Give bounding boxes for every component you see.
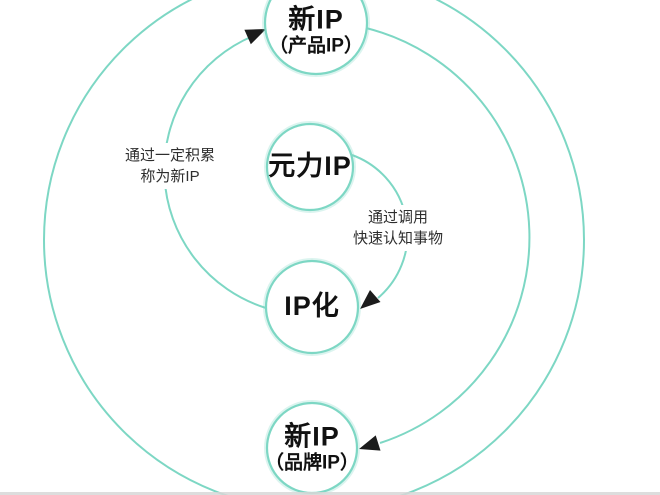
new-product-ip-title: 新IP	[288, 4, 344, 35]
node-circle-ipization	[264, 259, 360, 355]
node-label-yuanli-ip: 元力IP	[268, 153, 352, 181]
outer-cycle-ring	[43, 0, 585, 495]
node-circle-new-product-ip	[263, 0, 369, 76]
arrow-into-ipization-icon	[360, 290, 381, 309]
ipization-title: IP化	[284, 291, 340, 322]
image-bottom-edge	[0, 492, 660, 495]
annotation-recognition-line1: 通过调用	[367, 209, 429, 226]
new-brand-ip-title: 新IP	[284, 421, 340, 452]
yuanli-ip-title: 元力IP	[268, 151, 352, 182]
arrow-into-new-product-ip-icon	[244, 29, 266, 45]
node-circle-yuanli-ip	[265, 122, 355, 212]
node-label-new-brand-ip: 新IP （品牌IP）	[265, 421, 359, 474]
annotation-accumulation-line2: 称为新IP	[140, 168, 200, 185]
node-label-ipization: IP化	[284, 293, 340, 321]
node-label-new-product-ip: 新IP （产品IP）	[269, 4, 363, 57]
node-circles	[262, 0, 370, 495]
annotation-accumulation: 通过一定积累 称为新IP	[116, 143, 224, 189]
arrow-into-new-brand-ip-icon	[359, 435, 381, 451]
new-product-ip-subtitle: （产品IP）	[269, 35, 363, 57]
annotation-recognition: 通过调用 快速认知事物	[344, 205, 452, 251]
annotation-accumulation-line1: 通过一定积累	[124, 147, 216, 164]
new-brand-ip-subtitle: （品牌IP）	[265, 452, 359, 474]
annotation-recognition-line2: 快速认知事物	[352, 230, 444, 247]
product-ip-to-brand-ip-arc	[365, 27, 531, 444]
